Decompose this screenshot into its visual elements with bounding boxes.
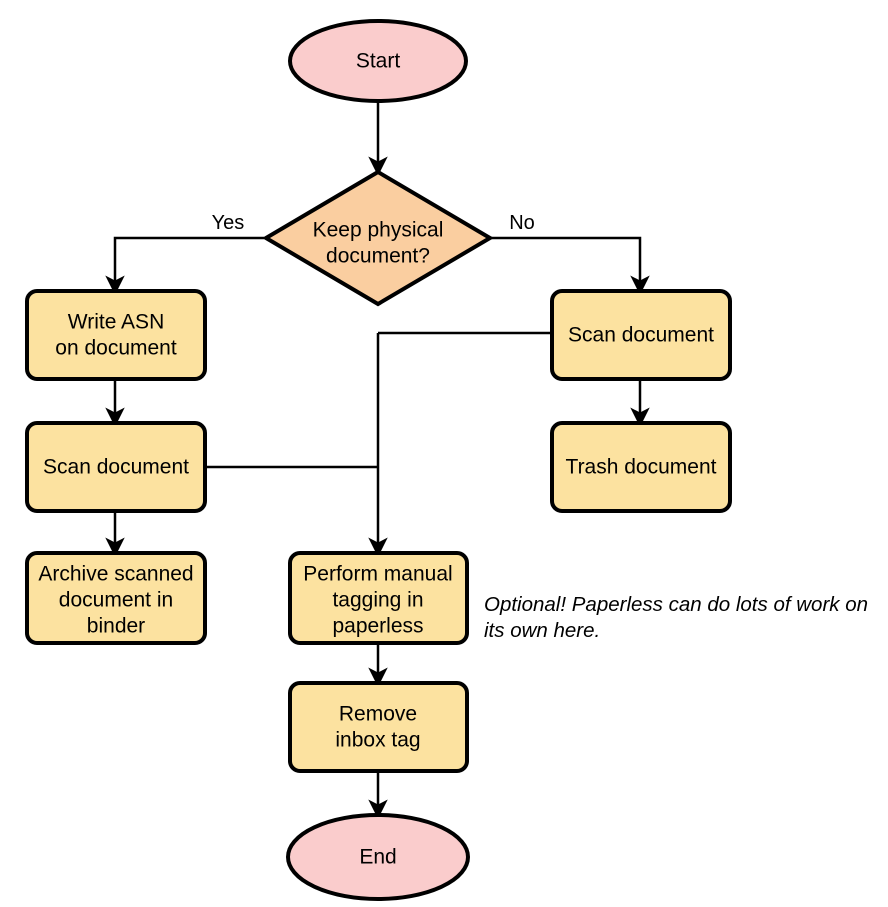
edge-label-yes: Yes xyxy=(212,212,245,234)
tagging-label-line2: tagging in xyxy=(332,589,423,612)
node-trash-document[interactable]: Trash document xyxy=(550,421,732,513)
node-archive-scanned-document[interactable]: Archive scanned document in binder xyxy=(25,551,207,645)
start-ellipse[interactable] xyxy=(288,19,468,103)
write-asn-label-line1: Write ASN xyxy=(68,311,164,334)
remove-inbox-tag-box[interactable] xyxy=(288,681,469,773)
trash-document-label: Trash document xyxy=(566,456,717,479)
end-label: End xyxy=(359,846,396,869)
edge-label-no: No xyxy=(509,212,535,234)
write-asn-label-line2: on document xyxy=(55,337,177,360)
end-ellipse[interactable] xyxy=(286,813,470,901)
tagging-label-line1: Perform manual xyxy=(303,563,452,586)
node-start[interactable]: Start xyxy=(288,19,468,103)
optional-note: Optional! Paperless can do lots of work … xyxy=(484,593,868,642)
node-decision-keep-physical-document[interactable]: Keep physical document? xyxy=(262,169,494,307)
scan-document-right-box[interactable] xyxy=(550,289,732,381)
archive-label-line2: document in xyxy=(59,589,173,612)
note-line2: its own here. xyxy=(484,619,600,642)
node-remove-inbox-tag[interactable]: Remove inbox tag xyxy=(288,681,469,773)
decision-diamond[interactable] xyxy=(262,169,494,307)
edges-layer xyxy=(105,102,650,820)
archive-label-line1: Archive scanned xyxy=(38,563,193,586)
start-label: Start xyxy=(356,50,401,73)
scan-document-right-label: Scan document xyxy=(568,324,714,347)
node-write-asn[interactable]: Write ASN on document xyxy=(25,289,207,381)
write-asn-box[interactable] xyxy=(25,289,207,381)
tagging-box[interactable] xyxy=(288,551,469,645)
note-line1: Optional! Paperless can do lots of work … xyxy=(484,593,868,616)
node-end[interactable]: End xyxy=(286,813,470,901)
archive-label-line3: binder xyxy=(87,615,145,638)
scan-document-left-label: Scan document xyxy=(43,456,189,479)
trash-document-box[interactable] xyxy=(550,421,732,513)
edge-labels-layer: Yes No xyxy=(212,212,535,234)
edge-decision-no-to-scan-right xyxy=(491,236,650,296)
node-scan-document-left[interactable]: Scan document xyxy=(25,421,207,513)
decision-label-line1: Keep physical xyxy=(313,219,444,242)
archive-box[interactable] xyxy=(25,551,207,645)
tagging-label-line3: paperless xyxy=(332,615,423,638)
scan-document-left-box[interactable] xyxy=(25,421,207,513)
remove-inbox-label-line2: inbox tag xyxy=(335,729,420,752)
decision-label-line2: document? xyxy=(326,245,430,268)
edge-decision-yes-to-write-asn xyxy=(105,236,264,296)
node-scan-document-right[interactable]: Scan document xyxy=(550,289,732,381)
node-perform-manual-tagging[interactable]: Perform manual tagging in paperless xyxy=(288,551,469,645)
remove-inbox-label-line1: Remove xyxy=(339,703,417,726)
